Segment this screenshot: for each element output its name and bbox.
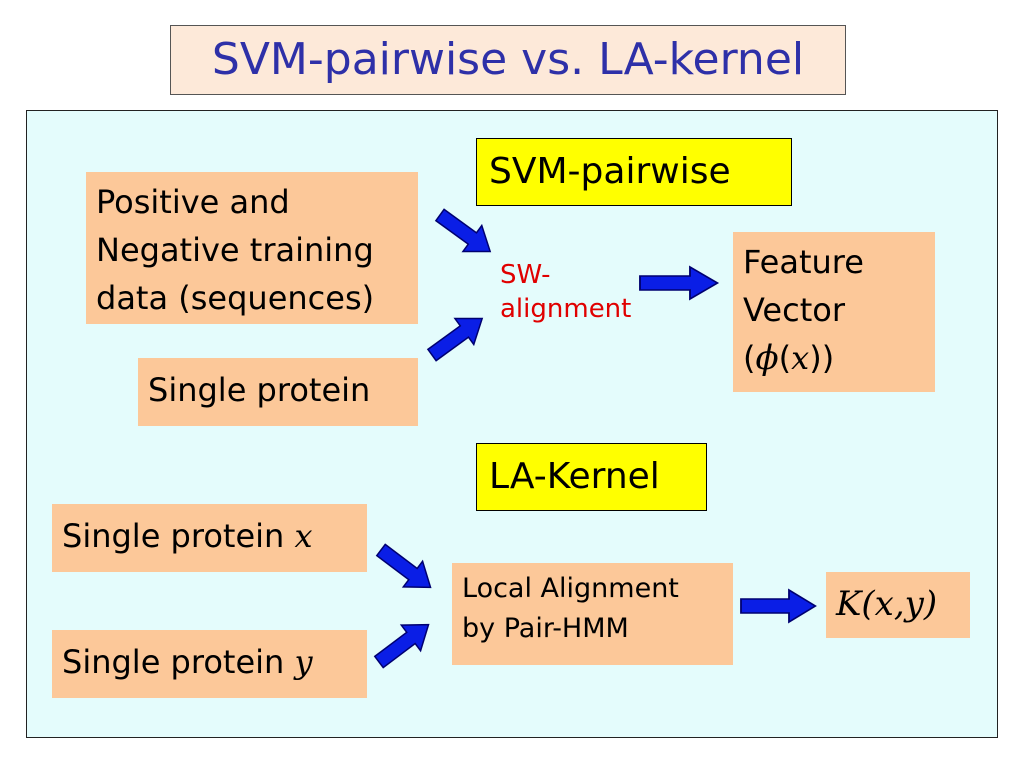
- training-data-line-2: Negative training: [96, 231, 374, 269]
- arrow-icon: [368, 611, 439, 676]
- arrow-icon: [421, 304, 493, 369]
- feature-line-2: Vector: [743, 291, 845, 329]
- training-data-line-1: Positive and: [96, 183, 290, 221]
- phi-argument: x: [791, 339, 810, 377]
- slide-title: SVM-pairwise vs. LA-kernel: [170, 25, 846, 95]
- kernel-box: K(x,y): [826, 572, 970, 638]
- single-protein-x-box: Single protein x: [52, 504, 367, 572]
- protein-y-label: Single protein: [62, 643, 285, 681]
- sw-label-line-1: SW-: [500, 260, 551, 290]
- local-alignment-box: Local Alignment by Pair-HMM: [452, 563, 733, 665]
- single-protein-box: Single protein: [138, 358, 418, 426]
- protein-y-variable: y: [294, 643, 313, 681]
- phi-symbol: ϕ: [755, 338, 779, 378]
- training-data-box: Positive and Negative training data (seq…: [86, 172, 418, 324]
- single-protein-y-box: Single protein y: [52, 630, 367, 698]
- local-alignment-line-2: by Pair-HMM: [462, 613, 629, 644]
- protein-x-variable: x: [294, 517, 313, 555]
- la-kernel-header: LA-Kernel: [476, 443, 707, 511]
- local-alignment-line-1: Local Alignment: [462, 573, 679, 604]
- sw-label-line-2: alignment: [500, 294, 632, 324]
- arrow-icon: [740, 589, 817, 623]
- svm-pairwise-header: SVM-pairwise: [476, 138, 792, 206]
- feature-phi-expression: (ϕ(x)): [743, 338, 835, 378]
- feature-line-1: Feature: [743, 243, 864, 281]
- arrow-icon: [370, 536, 441, 601]
- sw-alignment-label: SW- alignment: [500, 258, 660, 326]
- feature-vector-box: Feature Vector (ϕ(x)): [733, 232, 935, 392]
- training-data-line-3: data (sequences): [96, 279, 375, 317]
- arrow-icon: [639, 266, 719, 300]
- protein-x-label: Single protein: [62, 517, 285, 555]
- arrow-icon: [429, 201, 501, 266]
